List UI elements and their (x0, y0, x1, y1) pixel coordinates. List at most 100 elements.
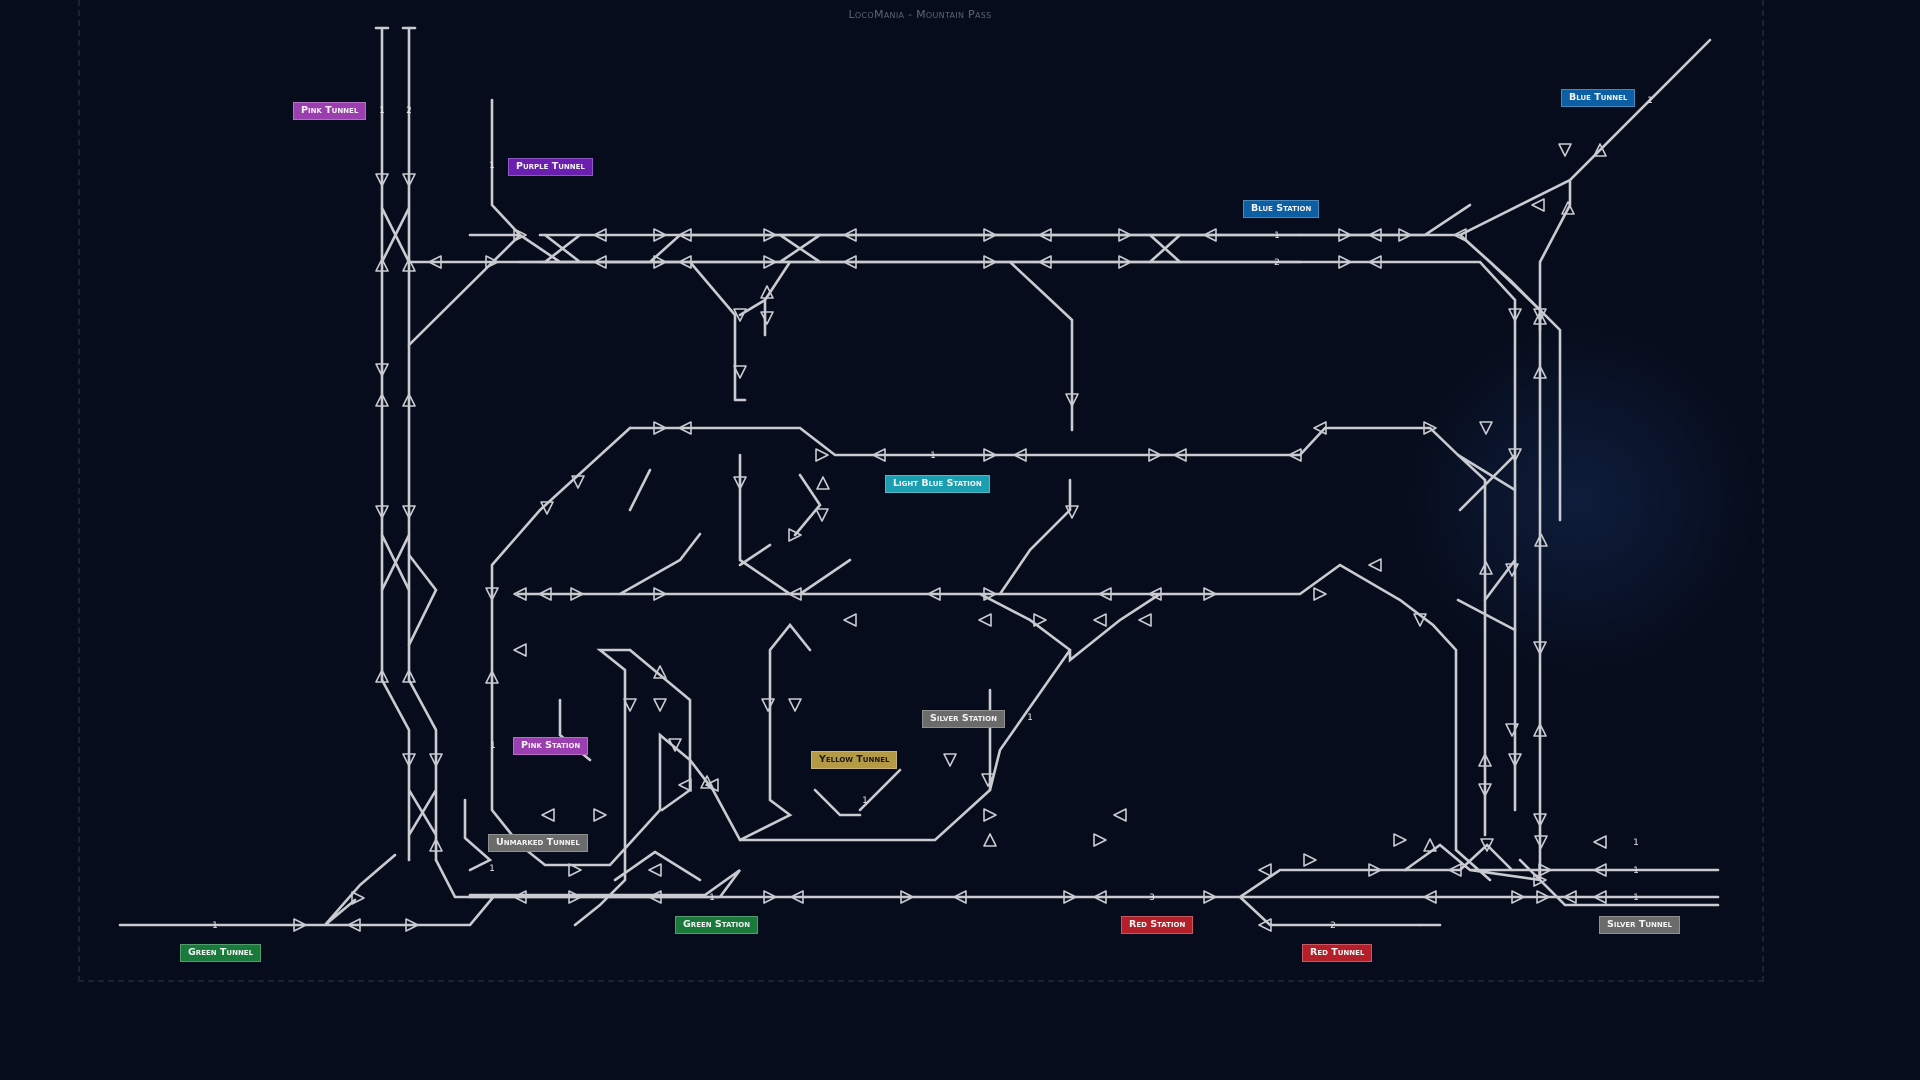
switch-arrow[interactable] (763, 890, 777, 904)
switch-arrow[interactable] (402, 173, 416, 187)
switch-arrow[interactable] (402, 393, 416, 407)
switch-arrow[interactable] (1538, 863, 1552, 877)
switch-arrow[interactable] (760, 311, 774, 325)
switch-arrow[interactable] (1258, 918, 1272, 932)
switch-arrow[interactable] (1531, 198, 1545, 212)
switch-arrow[interactable] (1065, 393, 1079, 407)
switch-arrow[interactable] (983, 808, 997, 822)
switch-arrow[interactable] (843, 228, 857, 242)
switch-arrow[interactable] (1368, 255, 1382, 269)
unmarked-tunnel-label[interactable]: Unmarked Tunnel (488, 834, 588, 852)
red-station-label[interactable]: Red Station (1121, 916, 1194, 934)
switch-arrow[interactable] (678, 421, 692, 435)
purple-tunnel-label[interactable]: Purple Tunnel (508, 158, 593, 176)
switch-arrow[interactable] (1093, 613, 1107, 627)
switch-arrow[interactable] (1313, 421, 1327, 435)
switch-arrow[interactable] (1533, 723, 1547, 737)
switch-arrow[interactable] (428, 255, 442, 269)
switch-arrow[interactable] (983, 833, 997, 847)
switch-arrow[interactable] (1368, 558, 1382, 572)
switch-arrow[interactable] (485, 670, 499, 684)
switch-arrow[interactable] (1478, 783, 1492, 797)
switch-arrow[interactable] (1558, 143, 1572, 157)
switch-arrow[interactable] (1480, 838, 1494, 852)
switch-arrow[interactable] (1258, 863, 1272, 877)
switch-arrow[interactable] (402, 669, 416, 683)
switch-arrow[interactable] (402, 753, 416, 767)
switch-arrow[interactable] (978, 613, 992, 627)
switch-arrow[interactable] (1013, 448, 1027, 462)
switch-arrow[interactable] (1138, 613, 1152, 627)
switch-arrow[interactable] (1593, 863, 1607, 877)
switch-arrow[interactable] (1288, 448, 1302, 462)
switch-arrow[interactable] (953, 890, 967, 904)
switch-arrow[interactable] (1098, 587, 1112, 601)
switch-arrow[interactable] (538, 587, 552, 601)
switch-arrow[interactable] (790, 890, 804, 904)
switch-arrow[interactable] (788, 587, 802, 601)
switch-arrow[interactable] (1038, 255, 1052, 269)
switch-arrow[interactable] (1479, 561, 1493, 575)
switch-arrow[interactable] (623, 698, 637, 712)
switch-arrow[interactable] (1203, 587, 1217, 601)
switch-arrow[interactable] (705, 778, 719, 792)
switch-arrow[interactable] (375, 669, 389, 683)
switch-arrow[interactable] (405, 918, 419, 932)
switch-arrow[interactable] (1033, 613, 1047, 627)
switch-arrow[interactable] (1398, 228, 1412, 242)
switch-arrow[interactable] (1203, 228, 1217, 242)
switch-arrow[interactable] (1511, 890, 1525, 904)
switch-arrow[interactable] (653, 665, 667, 679)
switch-arrow[interactable] (1063, 890, 1077, 904)
switch-arrow[interactable] (981, 773, 995, 787)
switch-arrow[interactable] (485, 587, 499, 601)
switch-arrow[interactable] (1533, 308, 1547, 322)
switch-arrow[interactable] (375, 505, 389, 519)
switch-arrow[interactable] (1423, 421, 1437, 435)
switch-arrow[interactable] (653, 587, 667, 601)
switch-arrow[interactable] (513, 587, 527, 601)
switch-arrow[interactable] (1534, 835, 1548, 849)
switch-arrow[interactable] (1313, 587, 1327, 601)
switch-arrow[interactable] (763, 228, 777, 242)
switch-arrow[interactable] (513, 890, 527, 904)
switch-arrow[interactable] (1508, 308, 1522, 322)
pink-station-label[interactable]: Pink Station (513, 737, 589, 755)
switch-arrow[interactable] (1203, 890, 1217, 904)
switch-arrow[interactable] (540, 501, 554, 515)
switch-arrow[interactable] (1423, 890, 1437, 904)
blue-station-label[interactable]: Blue Station (1243, 200, 1320, 218)
switch-arrow[interactable] (1536, 890, 1550, 904)
switch-arrow[interactable] (347, 918, 361, 932)
switch-arrow[interactable] (983, 587, 997, 601)
green-station-label[interactable]: Green Station (675, 916, 759, 934)
switch-arrow[interactable] (788, 698, 802, 712)
switch-arrow[interactable] (700, 775, 714, 789)
switch-arrow[interactable] (733, 365, 747, 379)
switch-arrow[interactable] (1533, 641, 1547, 655)
switch-arrow[interactable] (513, 643, 527, 657)
switch-arrow[interactable] (678, 778, 692, 792)
switch-arrow[interactable] (761, 698, 775, 712)
switch-arrow[interactable] (1533, 311, 1547, 325)
silver-station-label[interactable]: Silver Station (922, 710, 1005, 728)
blue-tunnel-label[interactable]: Blue Tunnel (1561, 89, 1636, 107)
red-tunnel-label[interactable]: Red Tunnel (1302, 944, 1373, 962)
switch-arrow[interactable] (1593, 143, 1607, 157)
switch-arrow[interactable] (815, 448, 829, 462)
switch-arrow[interactable] (375, 258, 389, 272)
switch-arrow[interactable] (1508, 448, 1522, 462)
switch-arrow[interactable] (816, 476, 830, 490)
switch-arrow[interactable] (733, 476, 747, 490)
switch-arrow[interactable] (927, 587, 941, 601)
switch-arrow[interactable] (571, 475, 585, 489)
switch-arrow[interactable] (668, 738, 682, 752)
switch-arrow[interactable] (760, 285, 774, 299)
switch-arrow[interactable] (653, 421, 667, 435)
switch-arrow[interactable] (1118, 255, 1132, 269)
switch-arrow[interactable] (1038, 228, 1052, 242)
switch-arrow[interactable] (1338, 228, 1352, 242)
switch-arrow[interactable] (653, 255, 667, 269)
switch-arrow[interactable] (1478, 753, 1492, 767)
switch-arrow[interactable] (1508, 753, 1522, 767)
